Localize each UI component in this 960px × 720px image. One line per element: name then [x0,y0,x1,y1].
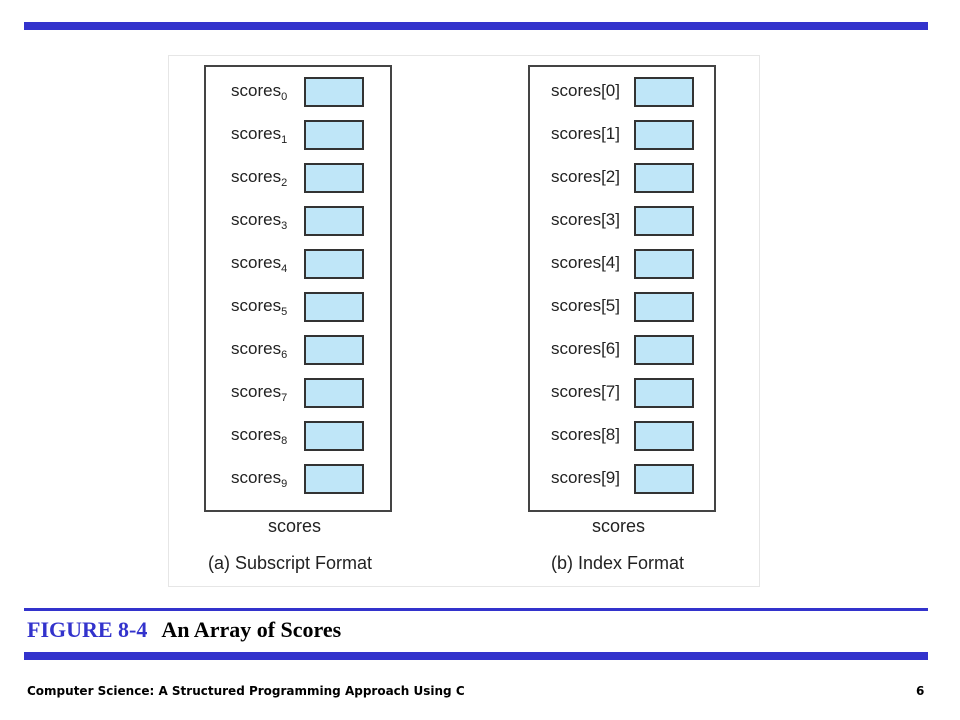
element-subscript: 8 [281,435,288,447]
panel-a-caption: (a) Subscript Format [208,553,373,573]
element-label: scores5 [231,296,288,318]
element-label: scores0 [231,81,288,103]
element-label: scores6 [231,339,288,361]
element-label: scores3 [231,210,288,232]
array-cell [304,77,364,107]
footer-text: Computer Science: A Structured Programmi… [27,684,465,698]
element-base-name: scores [231,210,282,229]
array-cell [634,249,694,279]
array-cell [304,206,364,236]
element-base-name: scores [231,167,282,186]
array-cell [304,378,364,408]
element-base-name: scores [231,425,282,444]
array-row: scores4 [206,249,390,281]
array-cell [634,335,694,365]
array-cell [304,421,364,451]
array-row: scores[6] [530,335,714,367]
element-base-name: scores [231,468,282,487]
element-subscript: 4 [281,263,288,275]
element-label: scores8 [231,425,288,447]
element-label: scores7 [231,382,288,404]
array-row: scores[5] [530,292,714,324]
array-row: scores8 [206,421,390,453]
element-base-name: scores [231,382,282,401]
array-row: scores1 [206,120,390,152]
array-row: scores6 [206,335,390,367]
element-index-label: scores[6] [551,339,620,358]
element-label: scores2 [231,167,288,189]
element-label: scores4 [231,253,288,275]
element-base-name: scores [231,124,282,143]
figure-caption: FIGURE 8-4 An Array of Scores [27,617,341,643]
array-row: scores[8] [530,421,714,453]
array-cell [634,77,694,107]
element-subscript: 3 [281,220,288,232]
panel-b-caption: (b) Index Format [551,553,685,573]
array-cell [304,249,364,279]
array-row: scores3 [206,206,390,238]
element-subscript: 1 [281,134,288,146]
array-row: scores9 [206,464,390,496]
array-cell [634,206,694,236]
figure-number: FIGURE 8-4 [27,617,148,642]
array-row: scores[9] [530,464,714,496]
element-index-label: scores[2] [551,167,620,186]
array-row: scores[4] [530,249,714,281]
element-base-name: scores [231,296,282,315]
array-row: scores[0] [530,77,714,109]
array-cell [304,464,364,494]
element-label: scores9 [231,468,288,490]
top-accent-bar [24,22,928,30]
array-cell [304,120,364,150]
element-index-label: scores[0] [551,81,620,100]
figure-title: An Array of Scores [161,617,342,642]
element-index-label: scores[3] [551,210,620,229]
element-base-name: scores [231,339,282,358]
element-base-name: scores [231,253,282,272]
element-base-name: scores [231,81,282,100]
array-cell [634,163,694,193]
page-number: 6 [916,684,925,698]
array-row: scores[3] [530,206,714,238]
array-cell [634,464,694,494]
bottom-accent-bar [24,652,928,660]
element-index-label: scores[8] [551,425,620,444]
array-cell [304,163,364,193]
element-index-label: scores[9] [551,468,620,487]
element-subscript: 2 [281,177,288,189]
element-label: scores1 [231,124,288,146]
array-cell [304,292,364,322]
array-cell [634,120,694,150]
panel-b-array-name: scores [592,516,646,536]
element-subscript: 6 [281,349,288,361]
element-index-label: scores[7] [551,382,620,401]
array-row: scores5 [206,292,390,324]
array-cell [634,421,694,451]
index-format-panel: scores[0] scores[1] scores[2] scores[3] scor… [528,65,716,512]
array-row: scores2 [206,163,390,195]
array-row: scores[7] [530,378,714,410]
element-subscript: 9 [281,478,288,490]
array-cell [634,378,694,408]
array-row: scores[2] [530,163,714,195]
panel-a-array-name: scores [268,516,322,536]
element-subscript: 7 [281,392,288,404]
array-cell [634,292,694,322]
array-row: scores0 [206,77,390,109]
element-subscript: 0 [281,91,288,103]
element-subscript: 5 [281,306,288,318]
element-index-label: scores[4] [551,253,620,272]
array-row: scores7 [206,378,390,410]
element-index-label: scores[1] [551,124,620,143]
element-index-label: scores[5] [551,296,620,315]
caption-divider-bar [24,608,928,611]
array-row: scores[1] [530,120,714,152]
array-cell [304,335,364,365]
